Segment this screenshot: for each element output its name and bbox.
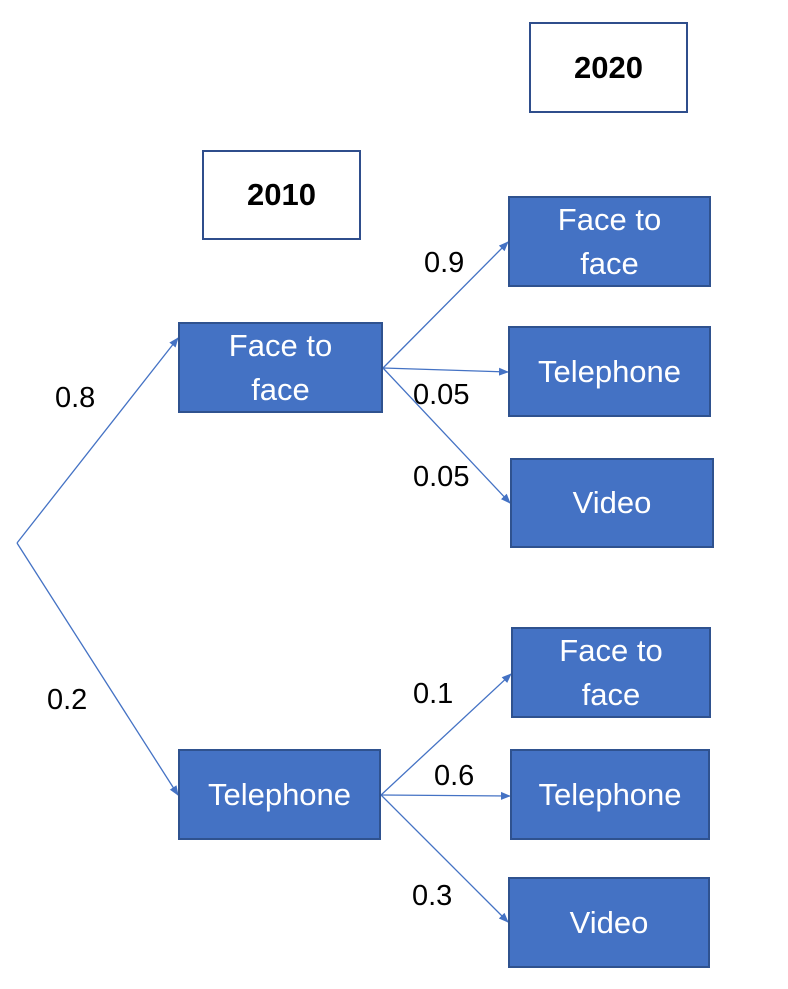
node-label: Video [569,904,649,940]
node-2020-tel-face-to-face: Face to face [511,627,711,718]
node-2020-f2f-face-to-face: Face to face [508,196,711,287]
prob-tel-face-to-face: 0.1 [413,678,454,710]
node-2020-tel-video: Video [508,877,710,968]
prob-f2f-telephone: 0.05 [413,379,470,411]
node-label: Video [572,485,652,520]
node-label: Face to face [557,201,662,281]
prob-root-telephone: 0.2 [47,684,88,716]
node-label: Telephone [537,353,682,389]
edge-f2f-to-telephone [382,367,509,376]
year-2010-label: 2010 [247,177,316,212]
prob-root-face-to-face: 0.8 [55,382,96,414]
node-2010-face-to-face: Face to face [178,322,383,413]
edge-f2f-to-video [382,367,511,504]
year-2020-label: 2020 [574,49,643,85]
node-label: Telephone [538,776,682,812]
node-label: Telephone [207,776,352,812]
prob-tel-telephone: 0.6 [434,760,475,792]
year-2020-header: 2020 [529,22,688,113]
node-2020-f2f-telephone: Telephone [508,326,711,417]
edge-tel-to-video [380,794,509,923]
prob-f2f-video: 0.05 [413,461,470,493]
node-label: Face to face [559,632,663,712]
edge-root-to-face-to-face [16,337,179,544]
prob-f2f-face-to-face: 0.9 [424,247,465,279]
node-2020-tel-telephone: Telephone [510,749,710,840]
edge-f2f-to-f2f [382,241,509,369]
prob-tel-video: 0.3 [412,880,453,912]
edge-tel-to-f2f [380,673,512,796]
year-2010-header: 2010 [202,150,361,240]
node-2020-f2f-video: Video [510,458,714,548]
node-label: Face to face [228,327,333,407]
edge-root-to-telephone [16,542,179,796]
edge-tel-to-telephone [380,791,511,800]
node-2010-telephone: Telephone [178,749,381,840]
